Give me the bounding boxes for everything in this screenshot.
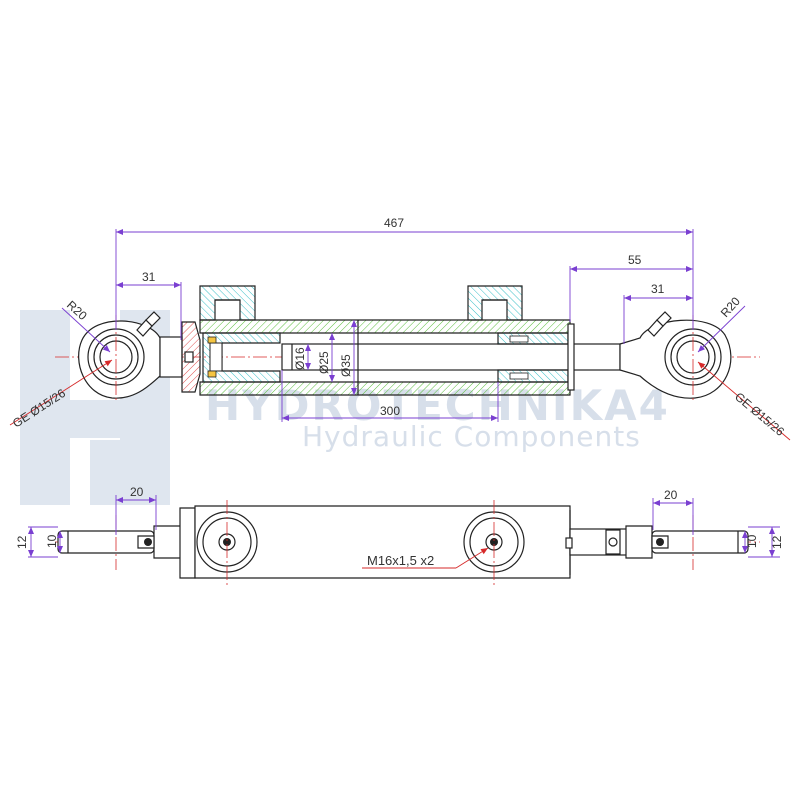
left-rod-eye	[78, 311, 201, 400]
dim-bore-diameter: Ø35	[339, 354, 353, 377]
right-lug	[625, 515, 749, 570]
dim-eye-width-left: 20	[130, 485, 144, 499]
dim-rod-end-offset: 55	[628, 253, 642, 267]
dim-lug-inner-right: 10	[745, 534, 759, 548]
dim-rod-diameter: Ø16	[293, 347, 307, 370]
label-bearing-right: GE Ø15/26	[732, 390, 787, 440]
dim-eye-right-offset: 31	[651, 282, 665, 296]
cylinder-body-section	[199, 285, 621, 396]
dim-overall-length: 467	[384, 216, 404, 230]
side-view: 20 20 12 10 12 10 M16x1,5 x2	[15, 485, 784, 585]
dim-stroke: 300	[380, 404, 400, 418]
dim-eye-left-offset: 31	[142, 270, 156, 284]
left-lug	[57, 515, 183, 570]
dim-piston-diameter: Ø25	[317, 351, 331, 374]
dim-lug-outer-right: 12	[770, 535, 784, 549]
dimensions-bottom: 20 20 12 10 12 10 M16x1,5 x2	[15, 485, 784, 569]
dim-eye-radius-right: R20	[718, 294, 743, 320]
dim-lug-outer-left: 12	[15, 535, 29, 549]
label-port-thread: M16x1,5 x2	[367, 553, 434, 568]
watermark-tagline: Hydraulic Components	[302, 420, 641, 453]
dim-lug-inner-left: 10	[45, 534, 59, 548]
cylinder-body-side	[179, 500, 631, 585]
dim-eye-width-right: 20	[664, 488, 678, 502]
